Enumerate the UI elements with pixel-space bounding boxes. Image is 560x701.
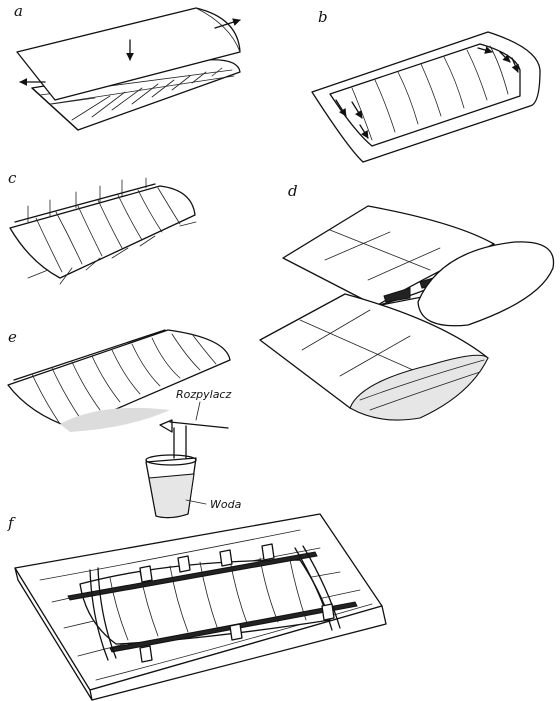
panel-a: a bbox=[14, 2, 240, 130]
panel-a-label: a bbox=[14, 2, 23, 20]
panel-f: f bbox=[7, 514, 386, 700]
panel-c-label: c bbox=[8, 169, 17, 187]
panel-c: c bbox=[8, 169, 196, 284]
water-label: Woda bbox=[210, 498, 242, 511]
panel-e: e Rozpylacz Woda bbox=[8, 328, 242, 518]
panel-e-label: e bbox=[8, 328, 17, 346]
panel-b: b bbox=[312, 8, 540, 162]
panel-d: d bbox=[260, 182, 554, 420]
panel-d-label: d bbox=[288, 182, 298, 200]
panel-b-label: b bbox=[318, 8, 328, 26]
sprayer-tube bbox=[170, 422, 228, 428]
panel-f-label: f bbox=[7, 514, 16, 532]
sprayer-label: Rozpylacz bbox=[176, 388, 231, 401]
